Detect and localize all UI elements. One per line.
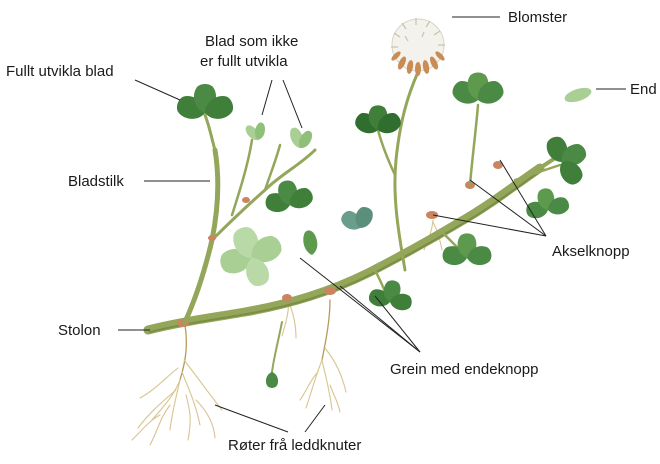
- label-undeveloped-leaf-line2: er fullt utvikla: [200, 53, 288, 70]
- leaf-hanging: [266, 322, 282, 388]
- label-stolon: Stolon: [58, 322, 101, 339]
- label-flower: Blomster: [508, 9, 567, 26]
- leaf-undeveloped-1: [243, 122, 266, 143]
- label-end: End: [630, 81, 657, 98]
- left-branch: [185, 115, 315, 322]
- leaf-undeveloped-2: [288, 126, 315, 151]
- leaf-small-center: [302, 229, 320, 256]
- leaf-middle-lower: [367, 270, 412, 310]
- leaf-pale: [218, 224, 285, 289]
- label-roots-from-nodes: Røter frå leddknuter: [228, 437, 361, 454]
- leader-lines: [118, 17, 626, 432]
- flower-stalk: [395, 72, 418, 270]
- label-branch-with-end-bud: Grein med endeknopp: [390, 361, 538, 378]
- label-fully-developed-leaf: Fullt utvikla blad: [6, 63, 114, 80]
- leaf-middle-blue: [338, 205, 375, 235]
- label-undeveloped-leaf-line1: Blad som ikke: [205, 33, 298, 50]
- label-petiole: Bladstilk: [68, 173, 124, 190]
- roots-left: [132, 325, 222, 445]
- leaf-lower-right: [440, 230, 493, 267]
- roots-middle: [300, 300, 346, 412]
- flower-head: [390, 18, 446, 76]
- label-axillary-bud: Akselknopp: [552, 243, 630, 260]
